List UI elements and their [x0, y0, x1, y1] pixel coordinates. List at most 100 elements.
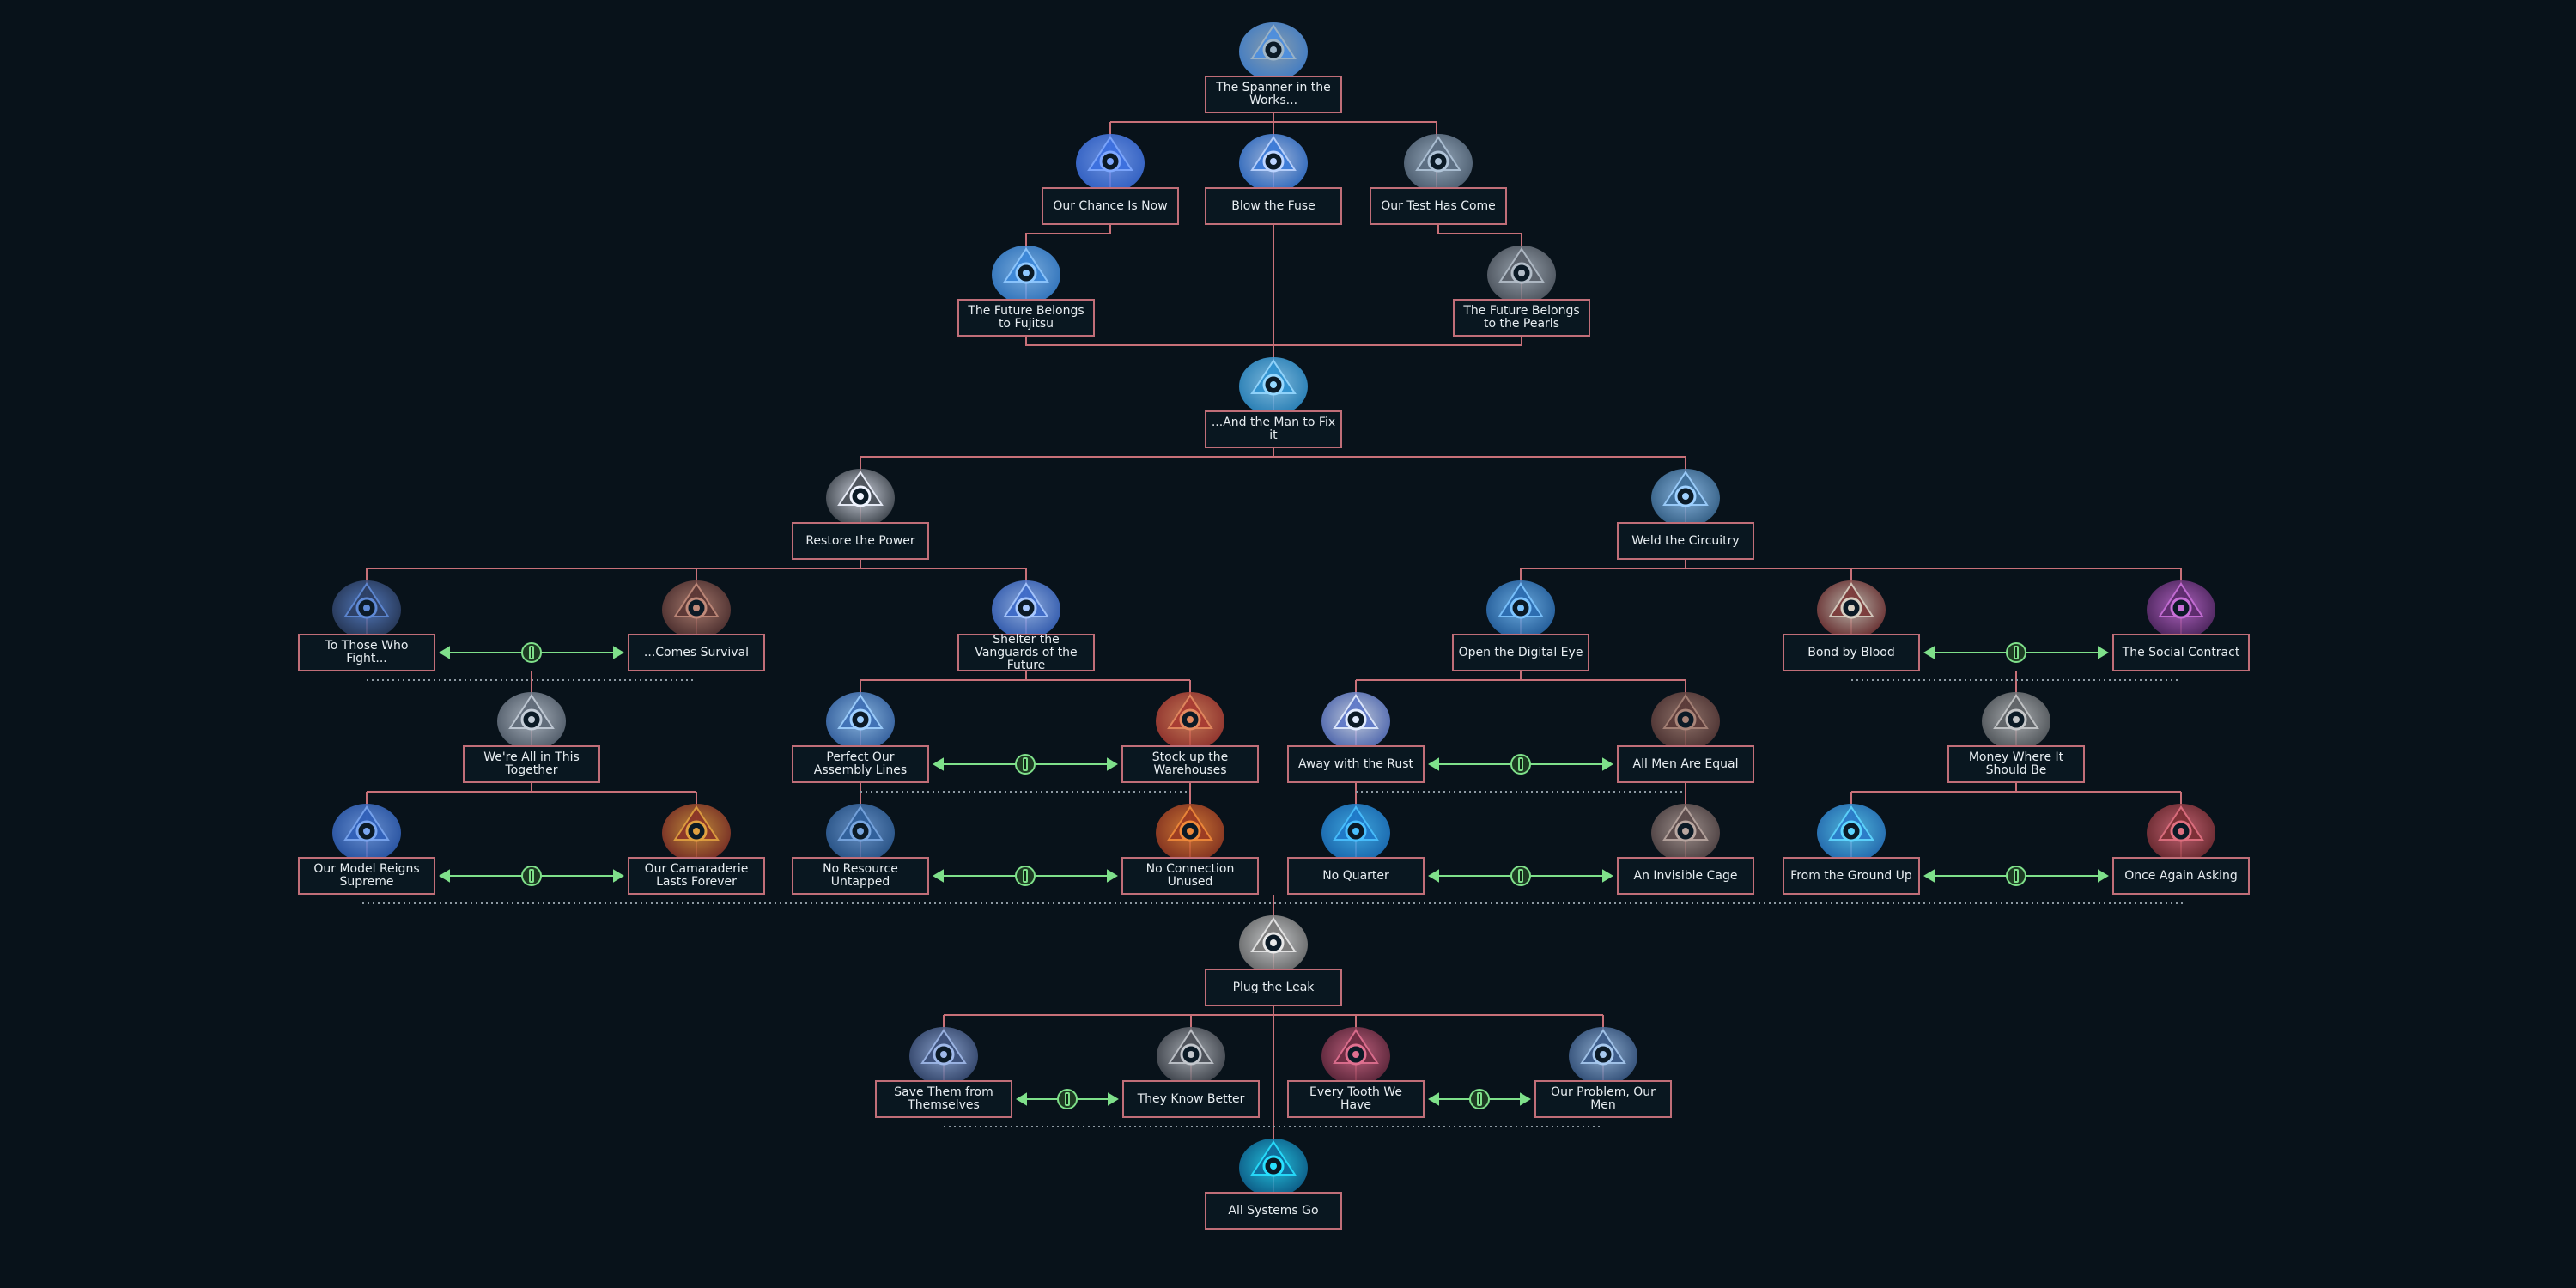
focus-node-rust[interactable]: Away with the Rust: [1287, 745, 1425, 783]
propaganda-poster-icon: [1305, 1012, 1406, 1094]
focus-node-fuse[interactable]: Blow the Fuse: [1205, 187, 1342, 225]
focus-label: Shelter the Vanguards of the Future: [975, 632, 1078, 672]
cage-icon: [1635, 788, 1736, 871]
circuit-chip-icon: [1635, 453, 1736, 536]
focus-node-assembly[interactable]: Perfect Our Assembly Lines: [792, 745, 929, 783]
warship-icon: [893, 1012, 994, 1094]
focus-node-survival[interactable]: ...Comes Survival: [628, 634, 765, 671]
focus-node-chance[interactable]: Our Chance Is Now: [1042, 187, 1179, 225]
exclusive-arrow-icon: [1016, 1092, 1027, 1106]
winged-emblem-icon: [316, 788, 417, 871]
exclusive-arrow-icon: [613, 869, 624, 883]
focus-node-fight[interactable]: To Those Who Fight...: [298, 634, 435, 671]
focus-node-better[interactable]: They Know Better: [1122, 1080, 1260, 1118]
robotic-assembly-icon: [810, 677, 911, 759]
exclusive-arrow-icon: [1107, 869, 1118, 883]
focus-node-systems[interactable]: All Systems Go: [1205, 1192, 1342, 1230]
focus-node-model[interactable]: Our Model Reigns Supreme: [298, 857, 435, 895]
focus-node-fix[interactable]: ...And the Man to Fix it: [1205, 410, 1342, 448]
fuse-spark-icon: [1223, 118, 1324, 201]
soldier-aiming-icon: [1552, 1012, 1654, 1094]
exclusive-arrow-icon: [1923, 869, 1935, 883]
focus-label: Once Again Asking: [2124, 868, 2238, 883]
exclusive-arrow-icon: [1107, 757, 1118, 771]
mutually-exclusive-icon: [1508, 751, 1534, 777]
focus-label: No Quarter: [1322, 868, 1389, 883]
focus-node-asking[interactable]: Once Again Asking: [2112, 857, 2250, 895]
money-bag-icon: [1965, 677, 2067, 759]
crates-icon: [1139, 677, 1241, 759]
focus-node-problem[interactable]: Our Problem, Our Men: [1534, 1080, 1672, 1118]
focus-node-quarter[interactable]: No Quarter: [1287, 857, 1425, 895]
mutually-exclusive-icon: [1467, 1086, 1492, 1112]
focus-label: The Future Belongs to the Pearls: [1463, 304, 1580, 331]
exclusive-arrow-icon: [439, 869, 450, 883]
focus-node-shelter[interactable]: Shelter the Vanguards of the Future: [957, 632, 1095, 672]
focus-node-digital[interactable]: Open the Digital Eye: [1452, 634, 1589, 671]
focus-node-ground[interactable]: From the Ground Up: [1783, 857, 1920, 895]
focus-node-camaraderie[interactable]: Our Camaraderie Lasts Forever: [628, 857, 765, 895]
focus-label: ...And the Man to Fix it: [1211, 416, 1336, 442]
exclusive-arrow-icon: [613, 646, 624, 659]
focus-node-equal[interactable]: All Men Are Equal: [1617, 745, 1754, 783]
focus-label: Perfect Our Assembly Lines: [813, 750, 908, 777]
focus-node-unused[interactable]: No Connection Unused: [1121, 857, 1259, 895]
exclusive-arrow-icon: [1923, 646, 1935, 659]
focus-label: An Invisible Cage: [1633, 868, 1738, 883]
ore-resource-icon: [810, 788, 911, 871]
focus-node-money[interactable]: Money Where It Should Be: [1947, 745, 2085, 783]
focus-node-leak[interactable]: Plug the Leak: [1205, 969, 1342, 1006]
power-socket-icon: [1223, 900, 1324, 982]
focus-node-untapped[interactable]: No Resource Untapped: [792, 857, 929, 895]
focus-node-restore[interactable]: Restore the Power: [792, 522, 929, 560]
mutually-exclusive-icon: [2003, 640, 2029, 665]
focus-label: To Those Who Fight...: [325, 639, 409, 665]
cyber-shield-icon: [1305, 788, 1406, 871]
exclusive-arrow-icon: [933, 869, 944, 883]
focus-node-test[interactable]: Our Test Has Come: [1370, 187, 1507, 225]
focus-node-spanner[interactable]: The Spanner in the Works...: [1205, 76, 1342, 113]
burning-gear-icon: [1139, 788, 1241, 871]
focus-node-blood[interactable]: Bond by Blood: [1783, 634, 1920, 671]
light-panel-icon: [810, 453, 911, 536]
focus-node-cage[interactable]: An Invisible Cage: [1617, 857, 1754, 895]
focus-label: Bond by Blood: [1807, 645, 1895, 659]
ornate-mask-icon: [2130, 788, 2232, 871]
exclusive-arrow-icon: [439, 646, 450, 659]
exclusive-arrow-icon: [2098, 869, 2109, 883]
focus-node-weld[interactable]: Weld the Circuitry: [1617, 522, 1754, 560]
focus-label: All Systems Go: [1228, 1203, 1319, 1218]
crystal-tech-icon: [1801, 788, 1902, 871]
focus-label: Open the Digital Eye: [1458, 645, 1583, 659]
focus-label: The Spanner in the Works...: [1216, 81, 1331, 107]
focus-node-together[interactable]: We're All in This Together: [463, 745, 600, 783]
armored-soldier-icon: [316, 565, 417, 647]
focus-label: Stock up the Warehouses: [1151, 750, 1229, 777]
focus-label: Weld the Circuitry: [1631, 533, 1740, 548]
mutually-exclusive-icon: [1012, 751, 1038, 777]
focus-label: No Resource Untapped: [823, 862, 898, 889]
focus-node-pearls[interactable]: The Future Belongs to the Pearls: [1453, 299, 1590, 337]
mutually-exclusive-icon: [519, 640, 544, 665]
focus-label: The Future Belongs to Fujitsu: [968, 304, 1084, 331]
focus-label: Blow the Fuse: [1231, 198, 1315, 213]
focus-node-warehouses[interactable]: Stock up the Warehouses: [1121, 745, 1259, 783]
focus-label: ...Comes Survival: [643, 645, 750, 659]
polishing-cloth-icon: [1305, 677, 1406, 759]
exclusive-arrow-icon: [1428, 757, 1439, 771]
focus-node-fujitsu[interactable]: The Future Belongs to Fujitsu: [957, 299, 1095, 337]
focus-node-social[interactable]: The Social Contract: [2112, 634, 2250, 671]
focus-label: All Men Are Equal: [1632, 756, 1739, 771]
mutually-exclusive-icon: [519, 863, 544, 889]
focus-label: Our Chance Is Now: [1053, 198, 1168, 213]
mutually-exclusive-icon: [1012, 863, 1038, 889]
focus-node-themselves[interactable]: Save Them from Themselves: [875, 1080, 1012, 1118]
exclusive-arrow-icon: [1602, 757, 1613, 771]
focus-node-tooth[interactable]: Every Tooth We Have: [1287, 1080, 1425, 1118]
circuit-board-icon: [1388, 118, 1489, 201]
mutually-exclusive-icon: [2003, 863, 2029, 889]
exclusive-arrow-icon: [1428, 869, 1439, 883]
focus-label: Money Where It Should Be: [1968, 750, 2064, 777]
exclusive-arrow-icon: [933, 757, 944, 771]
focus-label: Our Camaraderie Lasts Forever: [644, 862, 749, 889]
